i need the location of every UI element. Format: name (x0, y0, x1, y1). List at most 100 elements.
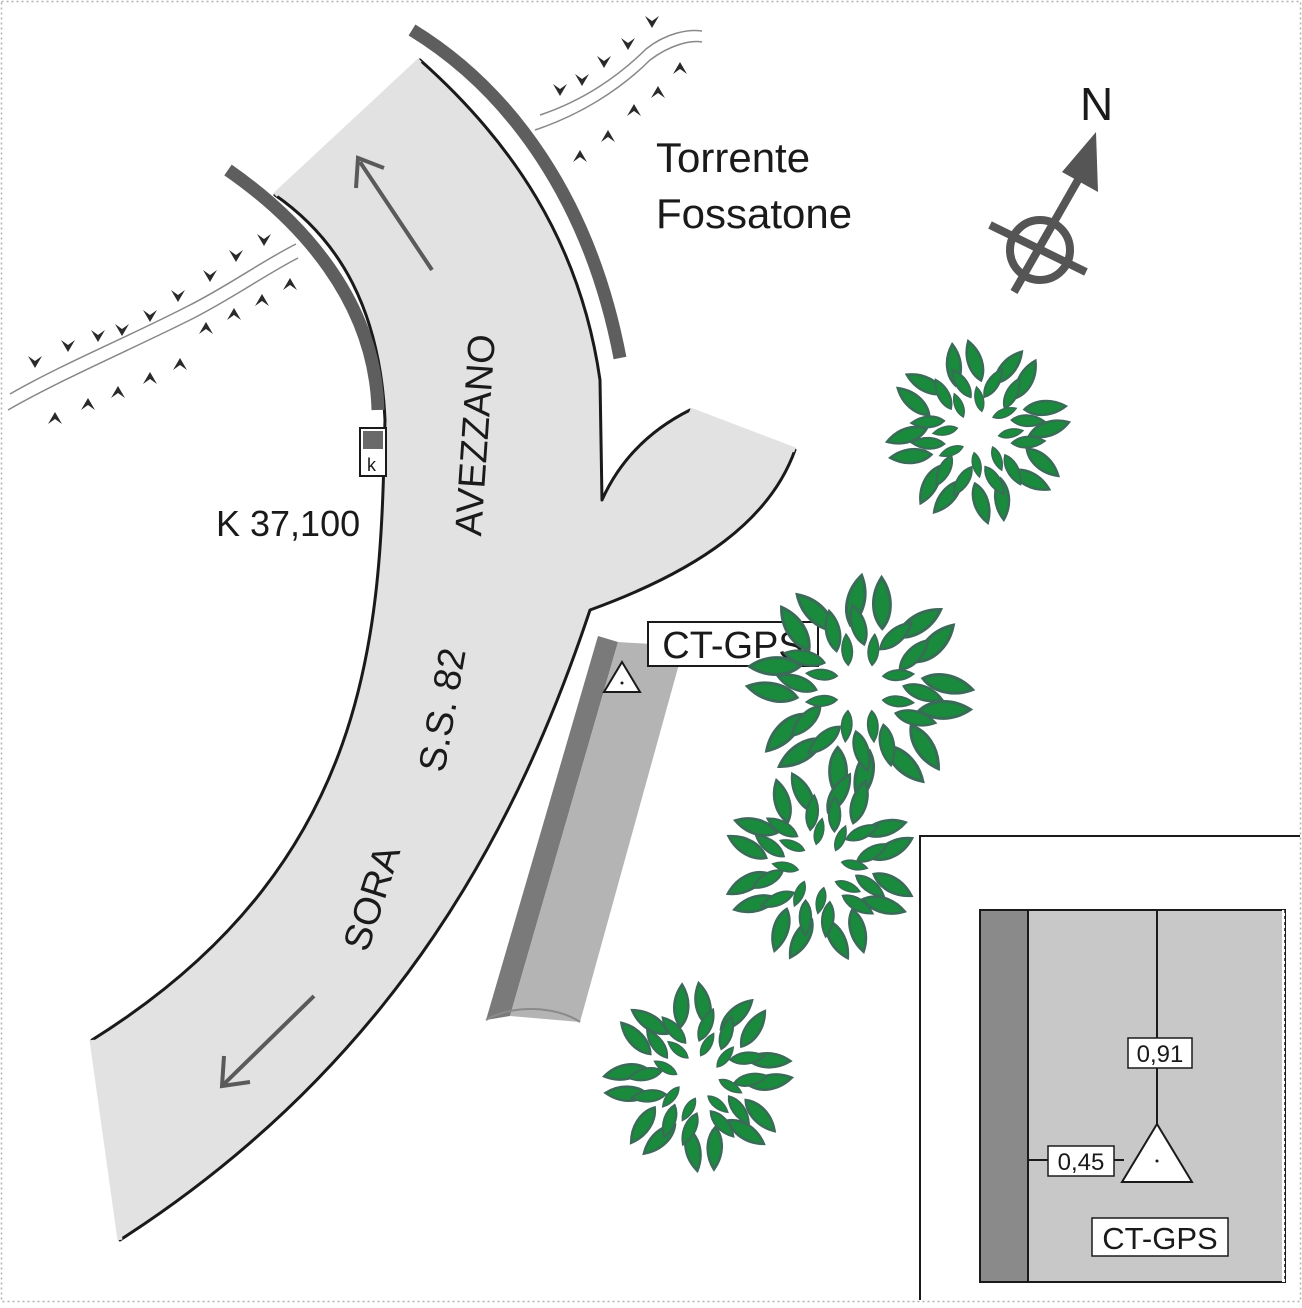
arrow-to-avezzano-icon (354, 155, 434, 272)
tree-leaf (997, 428, 1025, 439)
tree-leaf (699, 1032, 715, 1057)
tree-leaf (849, 603, 868, 647)
tree-leaf (935, 454, 954, 487)
inset-detail: 0,91 0,45 CT-GPS (919, 835, 1300, 1300)
tree-leaf (866, 709, 879, 744)
tree-leaf (1027, 419, 1072, 439)
tree-canopy-icon (744, 572, 976, 804)
tree-leaf (881, 669, 916, 682)
guardrail-west (224, 164, 385, 411)
tree-canopy-icon (601, 980, 795, 1174)
tree-leaf (953, 392, 965, 418)
tree-leaf (726, 834, 768, 860)
tree-leaf (820, 900, 835, 939)
tree-leaf (771, 907, 791, 953)
inset-frame (919, 835, 1300, 1300)
tree-leaf (1022, 399, 1069, 417)
tree-leaf (771, 861, 800, 873)
tree-leaf (991, 446, 1003, 472)
road-ss82 (89, 58, 797, 1242)
tree-leaf (902, 683, 945, 703)
tree-leaf (697, 1007, 715, 1042)
tree-leaf (707, 1095, 729, 1114)
guardrail-east (408, 24, 627, 360)
tree-leaf (718, 1078, 743, 1094)
tree-leaf (896, 386, 931, 417)
tree-leaf (971, 451, 982, 479)
tree-leaf (733, 817, 779, 837)
tree-leaf (909, 415, 946, 429)
tree-leaf (951, 368, 972, 399)
tree-leaf (1003, 453, 1022, 486)
tree-leaf (805, 793, 820, 832)
tree-leaf (746, 656, 803, 676)
tree-leaf (1025, 447, 1060, 478)
tree-leaf (884, 425, 929, 445)
tree-leaf (709, 1110, 735, 1138)
tree-leaf (872, 872, 914, 898)
tree-leaf (751, 869, 785, 889)
stream-west-bank-marks (28, 234, 297, 424)
tree-leaf (852, 729, 871, 773)
tree-leaf (661, 1086, 680, 1108)
tree-canopy-icon (884, 338, 1072, 526)
tree-leaf (841, 894, 875, 915)
tree-leaf (844, 824, 880, 842)
tree-leaf (630, 1089, 668, 1103)
inset-offset-side-box: 0,45 (1047, 1145, 1115, 1177)
tree-leaf (778, 839, 806, 852)
tree-leaf (744, 681, 800, 703)
km-marker-label: K 37,100 (216, 503, 360, 544)
tree-leaf (934, 378, 953, 411)
tree-leaf (878, 723, 896, 768)
tree-leaf (726, 1118, 766, 1146)
tree-leaf (706, 1125, 724, 1172)
tree-leaf (630, 1008, 670, 1036)
stream-label-line1: Torrente (656, 134, 810, 181)
arrow-to-sora-icon (219, 994, 316, 1089)
stream-east-icon (534, 16, 703, 162)
tree-leaf (1010, 435, 1047, 449)
tree-leaf (739, 1009, 767, 1049)
stream-west-icon (7, 234, 299, 424)
inset-offset-top-box: 0,91 (1127, 1037, 1193, 1069)
tree-leaf (992, 407, 1018, 419)
tree-leaf (681, 1097, 697, 1122)
tree-leaf (629, 1105, 657, 1145)
tree-leaf (646, 1028, 669, 1059)
tree-leaf (965, 338, 985, 383)
tree-leaf (834, 880, 862, 893)
inset-offset-side: 0,45 (1058, 1149, 1105, 1176)
tree-leaf (667, 1040, 689, 1059)
tree-leaf (984, 465, 1005, 496)
tree-leaf (872, 574, 892, 631)
tree-leaf (1010, 414, 1047, 428)
tree-leaf (840, 859, 869, 871)
tree-canopy-icon (725, 771, 915, 961)
tree-leaf (804, 668, 839, 681)
tree-leaf (661, 1016, 687, 1044)
tree-leaf (878, 621, 913, 651)
tree-leaf (827, 794, 842, 834)
tree-leaf (909, 436, 946, 450)
tree-leaf (893, 709, 938, 727)
inset-offset-top: 0,91 (1137, 1041, 1184, 1068)
triangle-survey-marker-icon (602, 660, 642, 693)
tree-leaf (867, 632, 880, 667)
tree-leaf (849, 779, 869, 825)
tree-leaf (971, 481, 991, 526)
inset-station-label-box: CT-GPS (1091, 1217, 1229, 1257)
tree-leaf (744, 1098, 777, 1133)
tree-leaf (931, 425, 959, 436)
tree-leaf (775, 673, 818, 693)
direction-arrows (219, 155, 434, 1089)
guardrails (224, 24, 627, 411)
tree-leaf (848, 907, 868, 954)
stream-east-bank-marks (553, 16, 687, 162)
tree-leaf (798, 898, 813, 938)
km-marker-letter: k (367, 455, 377, 475)
survey-platform (485, 636, 684, 1023)
north-label: N (1080, 78, 1113, 130)
inset-triangle-survey-marker-icon (1120, 1122, 1194, 1183)
